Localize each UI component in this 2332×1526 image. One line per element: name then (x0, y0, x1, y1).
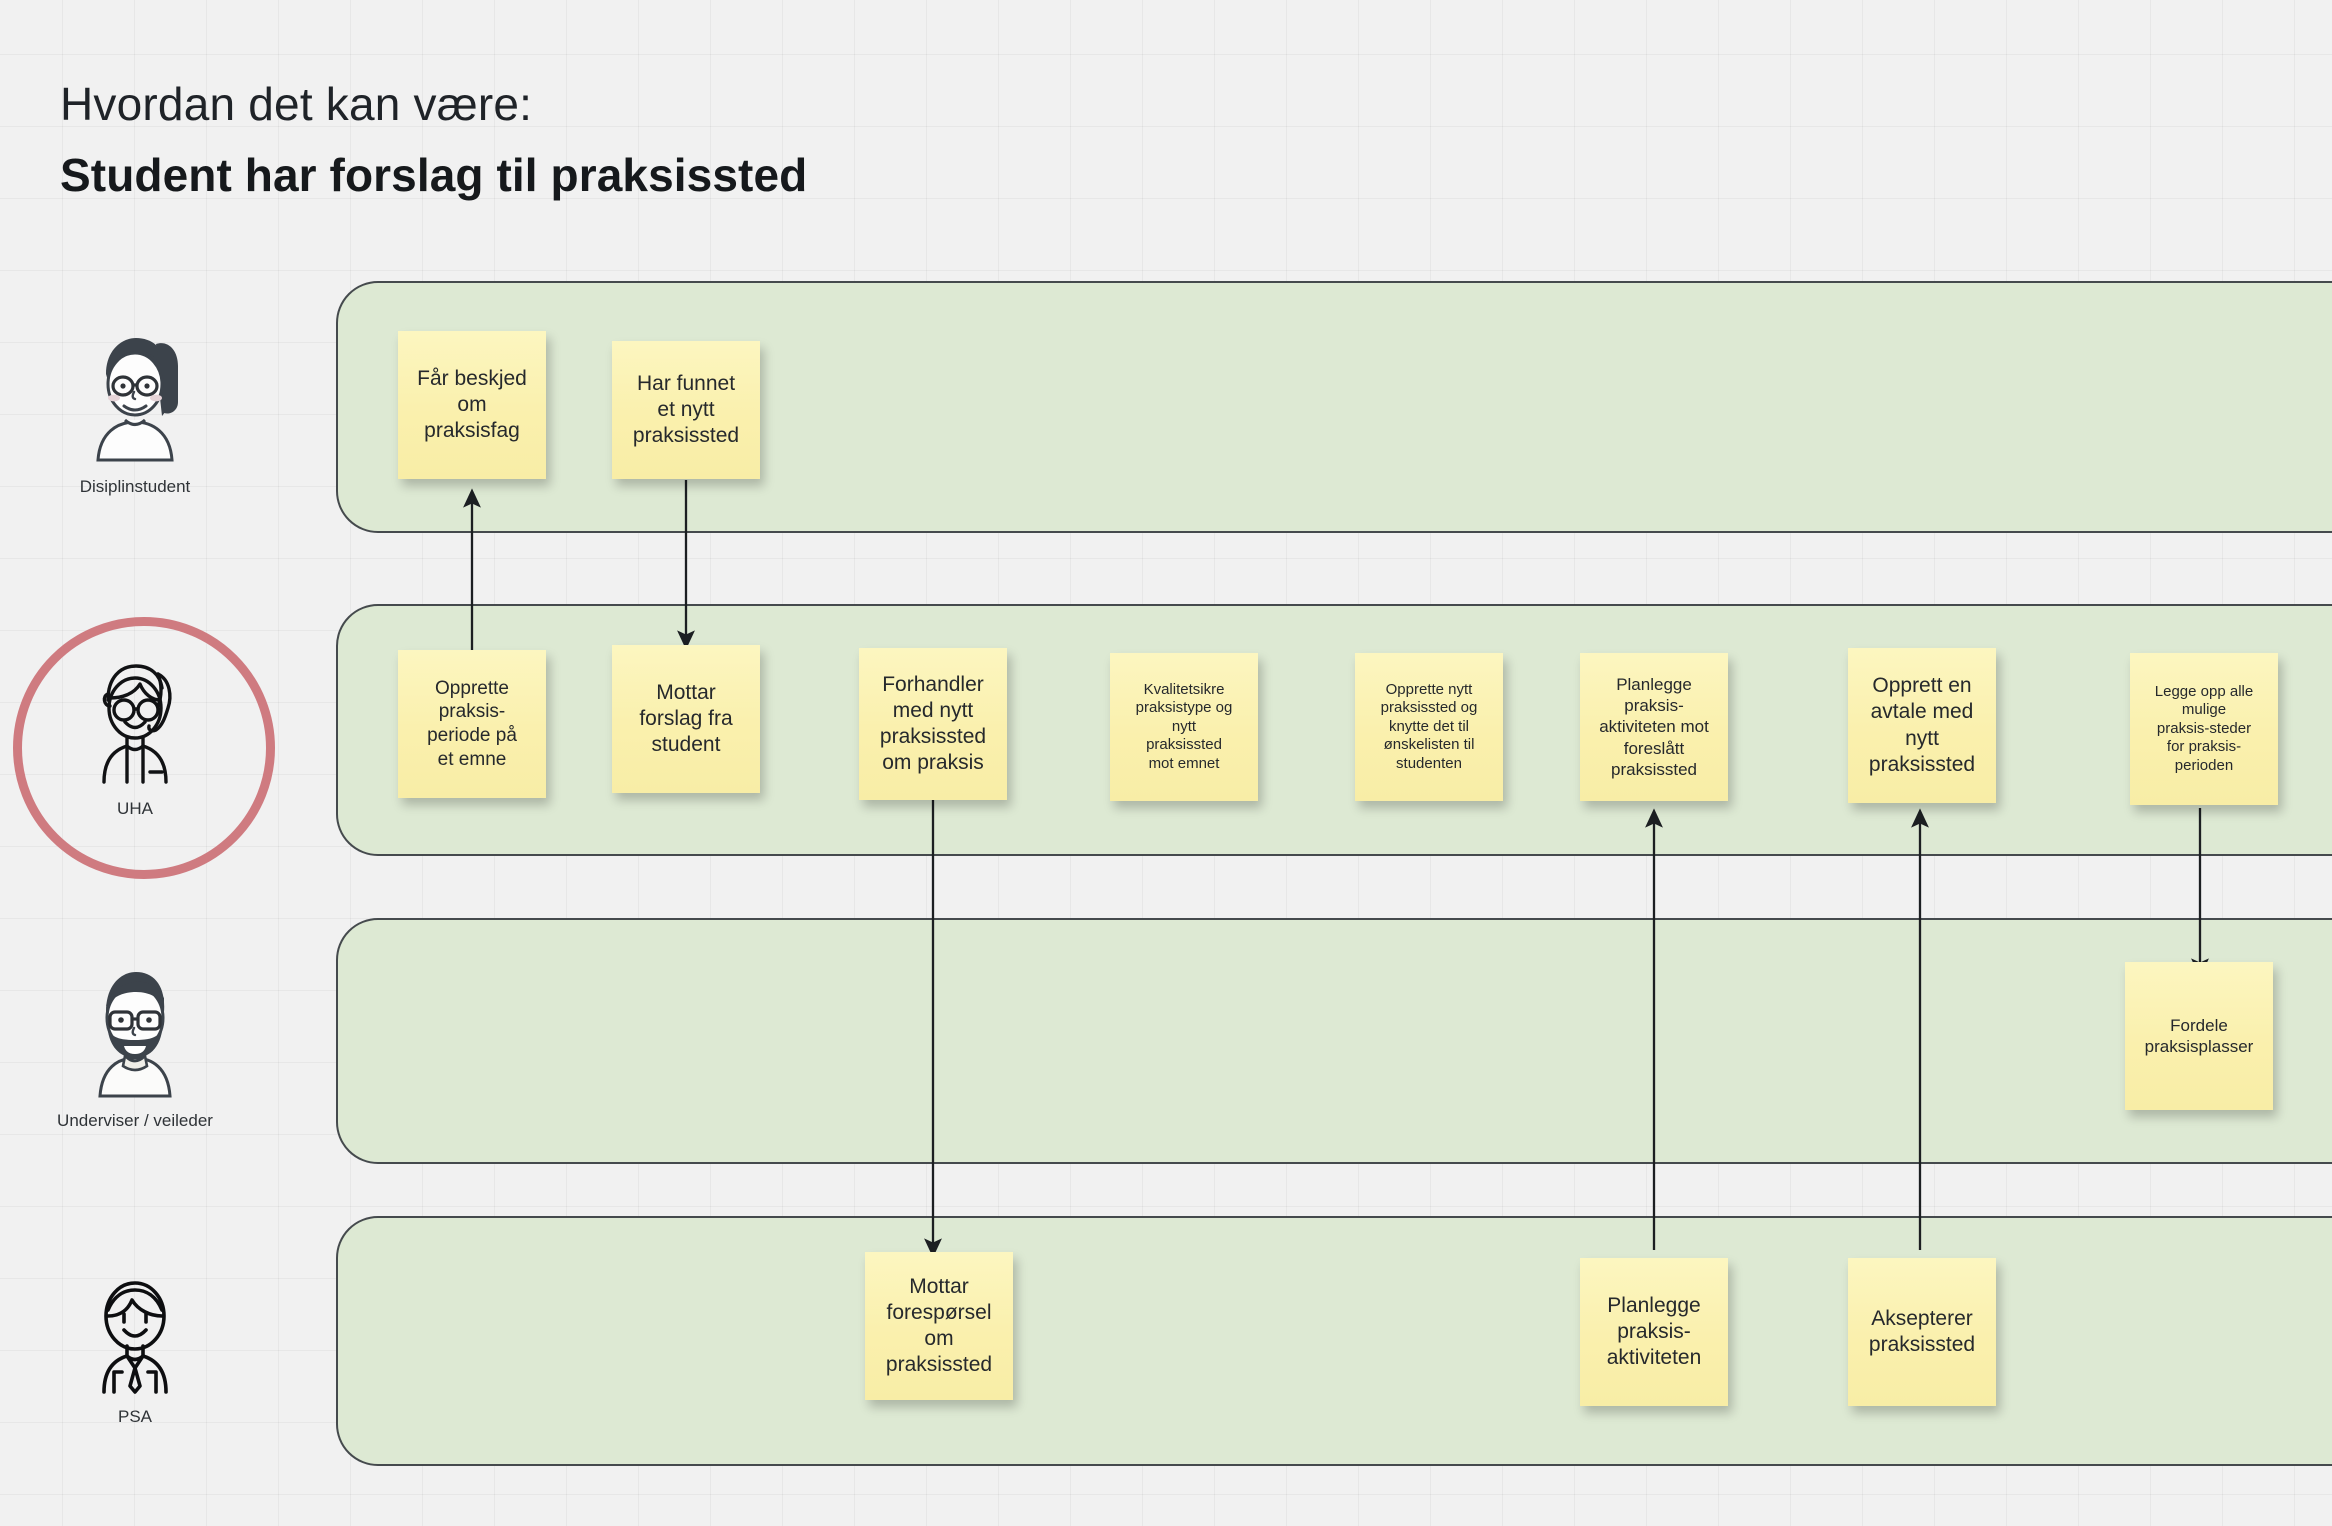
sticky-note-text: Mottar forslag fra student (639, 680, 733, 757)
sticky-note-text: Fordele praksisplasser (2144, 1015, 2254, 1056)
actor-label: Disiplinstudent (79, 477, 191, 496)
page-title: Hvordan det kan være: Student har forsla… (60, 78, 1260, 202)
sticky-note[interactable]: Aksepterer praksissted (1848, 1258, 1996, 1406)
sticky-note[interactable]: Fordele praksisplasser (2125, 962, 2273, 1110)
title-main: Student har forslag til praksissted (60, 148, 808, 201)
avatar-woman-lineart-glasses-icon (30, 640, 240, 790)
sticky-note-text: Planlegge praksis- aktiviteten mot fores… (1599, 675, 1709, 779)
sticky-note-text: Aksepterer praksissted (1868, 1306, 1976, 1356)
actor-label: UHA (117, 799, 153, 818)
actor-psa[interactable]: PSA (30, 1248, 240, 1428)
sticky-note-text: Får beskjed om praksisfag (417, 366, 527, 443)
sticky-note-text: Har funnet et nytt praksissted (632, 371, 740, 448)
avatar-woman-ponytail-glasses-icon (30, 318, 240, 468)
sticky-note[interactable]: Opprett en avtale med nytt praksissted (1848, 648, 1996, 803)
sticky-note-text: Kvalitetsikre praksistype og nytt praksi… (1135, 680, 1233, 772)
sticky-note[interactable]: Mottar forespørsel om praksissted (865, 1252, 1013, 1400)
sticky-note-text: Opprette praksis- periode på et emne (427, 677, 517, 770)
sticky-note[interactable]: Mottar forslag fra student (612, 645, 760, 793)
sticky-note[interactable]: Får beskjed om praksisfag (398, 331, 546, 479)
swimlane-psa (336, 1216, 2332, 1466)
actor-highlight-ring (13, 617, 275, 879)
sticky-note[interactable]: Har funnet et nytt praksissted (612, 341, 760, 479)
actor-uha[interactable]: UHA (30, 640, 240, 820)
sticky-note[interactable]: Planlegge praksis- aktiviteten mot fores… (1580, 653, 1728, 801)
sticky-note[interactable]: Legge opp alle mulige praksis-steder for… (2130, 653, 2278, 805)
swimlane-underviser (336, 918, 2332, 1164)
sticky-note[interactable]: Planlegge praksis- aktiviteten (1580, 1258, 1728, 1406)
sticky-note-text: Planlegge praksis- aktiviteten (1606, 1293, 1702, 1370)
sticky-note-text: Opprett en avtale med nytt praksissted (1868, 674, 1976, 776)
title-kicker: Hvordan det kan være: (60, 78, 533, 130)
actor-label: Underviser / veileder (57, 1111, 213, 1130)
actor-disiplinstudent[interactable]: Disiplinstudent (30, 318, 240, 498)
sticky-note[interactable]: Kvalitetsikre praksistype og nytt praksi… (1110, 653, 1258, 801)
sticky-note[interactable]: Forhandler med nytt praksissted om praks… (859, 648, 1007, 800)
sticky-note-text: Forhandler med nytt praksissted om praks… (879, 672, 987, 775)
avatar-man-tie-lineart-icon (30, 1248, 240, 1398)
avatar-man-beard-glasses-icon (30, 952, 240, 1102)
sticky-note[interactable]: Opprette nytt praksissted og knytte det … (1355, 653, 1503, 801)
actor-label: PSA (117, 1407, 153, 1426)
sticky-note[interactable]: Opprette praksis- periode på et emne (398, 650, 546, 798)
sticky-note-text: Opprette nytt praksissted og knytte det … (1380, 680, 1478, 772)
sticky-note-text: Mottar forespørsel om praksissted (885, 1274, 993, 1377)
actor-underviser-veileder[interactable]: Underviser / veileder (30, 952, 240, 1132)
sticky-note-text: Legge opp alle mulige praksis-steder for… (2154, 682, 2254, 774)
